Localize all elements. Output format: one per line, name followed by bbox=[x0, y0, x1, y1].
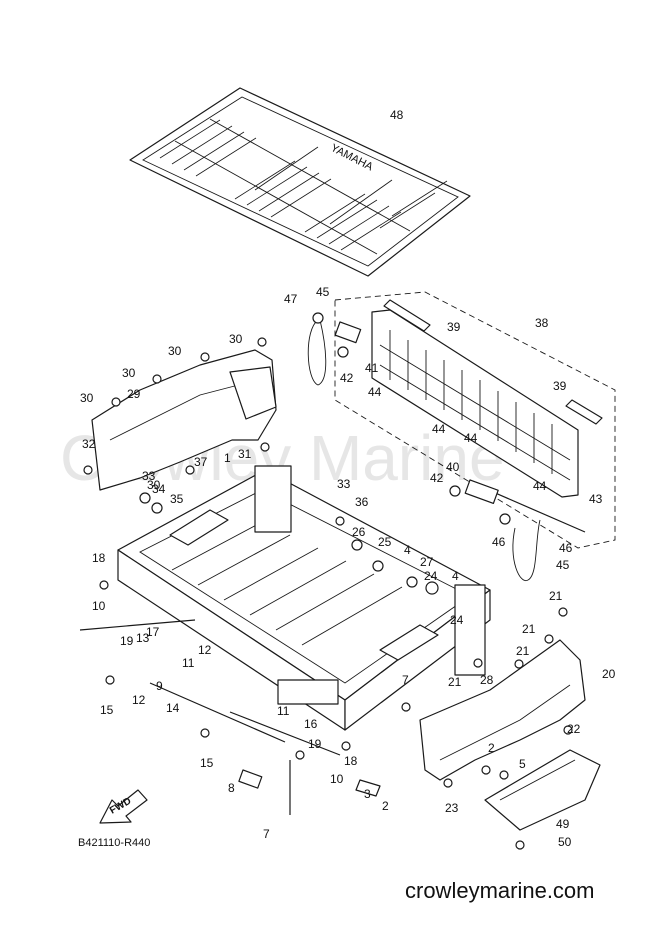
callout-30: 30 bbox=[80, 391, 94, 405]
callout-49: 49 bbox=[556, 817, 570, 831]
callout-18: 18 bbox=[344, 754, 358, 768]
callout-32: 32 bbox=[82, 437, 96, 451]
callout-44: 44 bbox=[432, 422, 446, 436]
callout-12: 12 bbox=[132, 693, 146, 707]
callout-7: 7 bbox=[402, 673, 409, 687]
site-footer: crowleymarine.com bbox=[405, 878, 595, 903]
callout-20: 20 bbox=[602, 667, 616, 681]
callout-50: 50 bbox=[558, 835, 572, 849]
callout-10: 10 bbox=[92, 599, 106, 613]
callout-46: 46 bbox=[492, 535, 506, 549]
bed-ribs bbox=[171, 521, 403, 646]
callout-43: 43 bbox=[589, 492, 603, 506]
callout-15: 15 bbox=[100, 703, 114, 717]
tailgate-latch-left bbox=[383, 299, 431, 332]
callout-17: 17 bbox=[146, 625, 160, 639]
callout-46: 46 bbox=[559, 541, 573, 555]
support-cables bbox=[307, 312, 541, 582]
callout-27: 27 bbox=[420, 555, 434, 569]
callout-35: 35 bbox=[170, 492, 184, 506]
bed-mat: YAMAHA bbox=[129, 87, 471, 277]
hinge-bracket-top bbox=[334, 321, 362, 344]
callout-18: 18 bbox=[92, 551, 106, 565]
callout-19: 19 bbox=[308, 737, 322, 751]
callout-45: 45 bbox=[556, 558, 570, 572]
callout-33: 33 bbox=[337, 477, 351, 491]
callout-28: 28 bbox=[480, 673, 494, 687]
callout-30: 30 bbox=[122, 366, 136, 380]
callout-44: 44 bbox=[464, 431, 478, 445]
callout-2: 2 bbox=[382, 799, 389, 813]
callout-39: 39 bbox=[447, 320, 461, 334]
callout-21: 21 bbox=[448, 675, 462, 689]
callout-11: 11 bbox=[277, 704, 290, 718]
callout-42: 42 bbox=[430, 471, 444, 485]
callout-48: 48 bbox=[390, 108, 404, 122]
callout-33: 33 bbox=[142, 469, 156, 483]
callout-3: 3 bbox=[364, 787, 371, 801]
callout-2: 2 bbox=[488, 741, 495, 755]
callout-21: 21 bbox=[522, 622, 536, 636]
right-side-panel bbox=[419, 639, 586, 781]
hardware bbox=[79, 337, 573, 850]
callout-1: 1 bbox=[224, 451, 231, 465]
bed-cutout-left bbox=[169, 509, 229, 546]
callout-47: 47 bbox=[284, 292, 298, 306]
mat-pattern bbox=[159, 119, 448, 251]
callout-10: 10 bbox=[330, 772, 344, 786]
diagram-code: B421110-R440 bbox=[78, 837, 150, 849]
callout-15: 15 bbox=[200, 756, 214, 770]
hinge-bracket bbox=[464, 479, 499, 505]
callout-45: 45 bbox=[316, 285, 330, 299]
bed-cutout-right bbox=[379, 624, 439, 661]
callout-14: 14 bbox=[166, 701, 180, 715]
callout-36: 36 bbox=[355, 495, 369, 509]
callout-23: 23 bbox=[445, 801, 459, 815]
callout-4: 4 bbox=[452, 569, 459, 583]
callout-30: 30 bbox=[229, 332, 243, 346]
callout-44: 44 bbox=[533, 479, 547, 493]
callout-39: 39 bbox=[553, 379, 567, 393]
callout-42: 42 bbox=[340, 371, 354, 385]
callout-26: 26 bbox=[352, 525, 366, 539]
callout-21: 21 bbox=[549, 589, 563, 603]
callout-34: 34 bbox=[152, 482, 166, 496]
callout-30: 30 bbox=[168, 344, 182, 358]
callout-37: 37 bbox=[194, 455, 208, 469]
left-side-panel bbox=[91, 349, 277, 491]
cargo-bed bbox=[117, 465, 491, 731]
bed-bracket bbox=[277, 679, 339, 705]
callout-labels: 1223445778910101111121213141515161718181… bbox=[80, 108, 616, 849]
callout-11: 11 bbox=[182, 656, 195, 670]
callout-30: 30 bbox=[147, 478, 161, 492]
callout-31: 31 bbox=[238, 447, 252, 461]
skid-plate bbox=[484, 749, 601, 831]
callout-25: 25 bbox=[378, 535, 392, 549]
bed-front-post bbox=[254, 465, 292, 533]
callout-21: 21 bbox=[516, 644, 530, 658]
rubber-pad bbox=[238, 769, 263, 789]
fwd-arrow-icon: FWD bbox=[99, 789, 148, 824]
callout-22: 22 bbox=[567, 722, 581, 736]
callout-7: 7 bbox=[263, 827, 270, 841]
callout-5: 5 bbox=[519, 757, 526, 771]
tailgate bbox=[334, 291, 616, 549]
callout-44: 44 bbox=[368, 385, 382, 399]
callout-13: 13 bbox=[136, 631, 150, 645]
callout-41: 41 bbox=[365, 361, 379, 375]
callout-16: 16 bbox=[304, 717, 318, 731]
callout-19: 19 bbox=[120, 634, 134, 648]
callout-38: 38 bbox=[535, 316, 549, 330]
callout-8: 8 bbox=[228, 781, 235, 795]
callout-9: 9 bbox=[156, 679, 163, 693]
callout-4: 4 bbox=[404, 543, 411, 557]
callout-29: 29 bbox=[127, 387, 141, 401]
tailgate-ribs bbox=[379, 330, 571, 481]
tailgate-latch-right bbox=[565, 399, 603, 425]
callout-12: 12 bbox=[198, 643, 212, 657]
callout-24: 24 bbox=[450, 613, 464, 627]
callout-24: 24 bbox=[424, 569, 438, 583]
callout-40: 40 bbox=[446, 460, 460, 474]
